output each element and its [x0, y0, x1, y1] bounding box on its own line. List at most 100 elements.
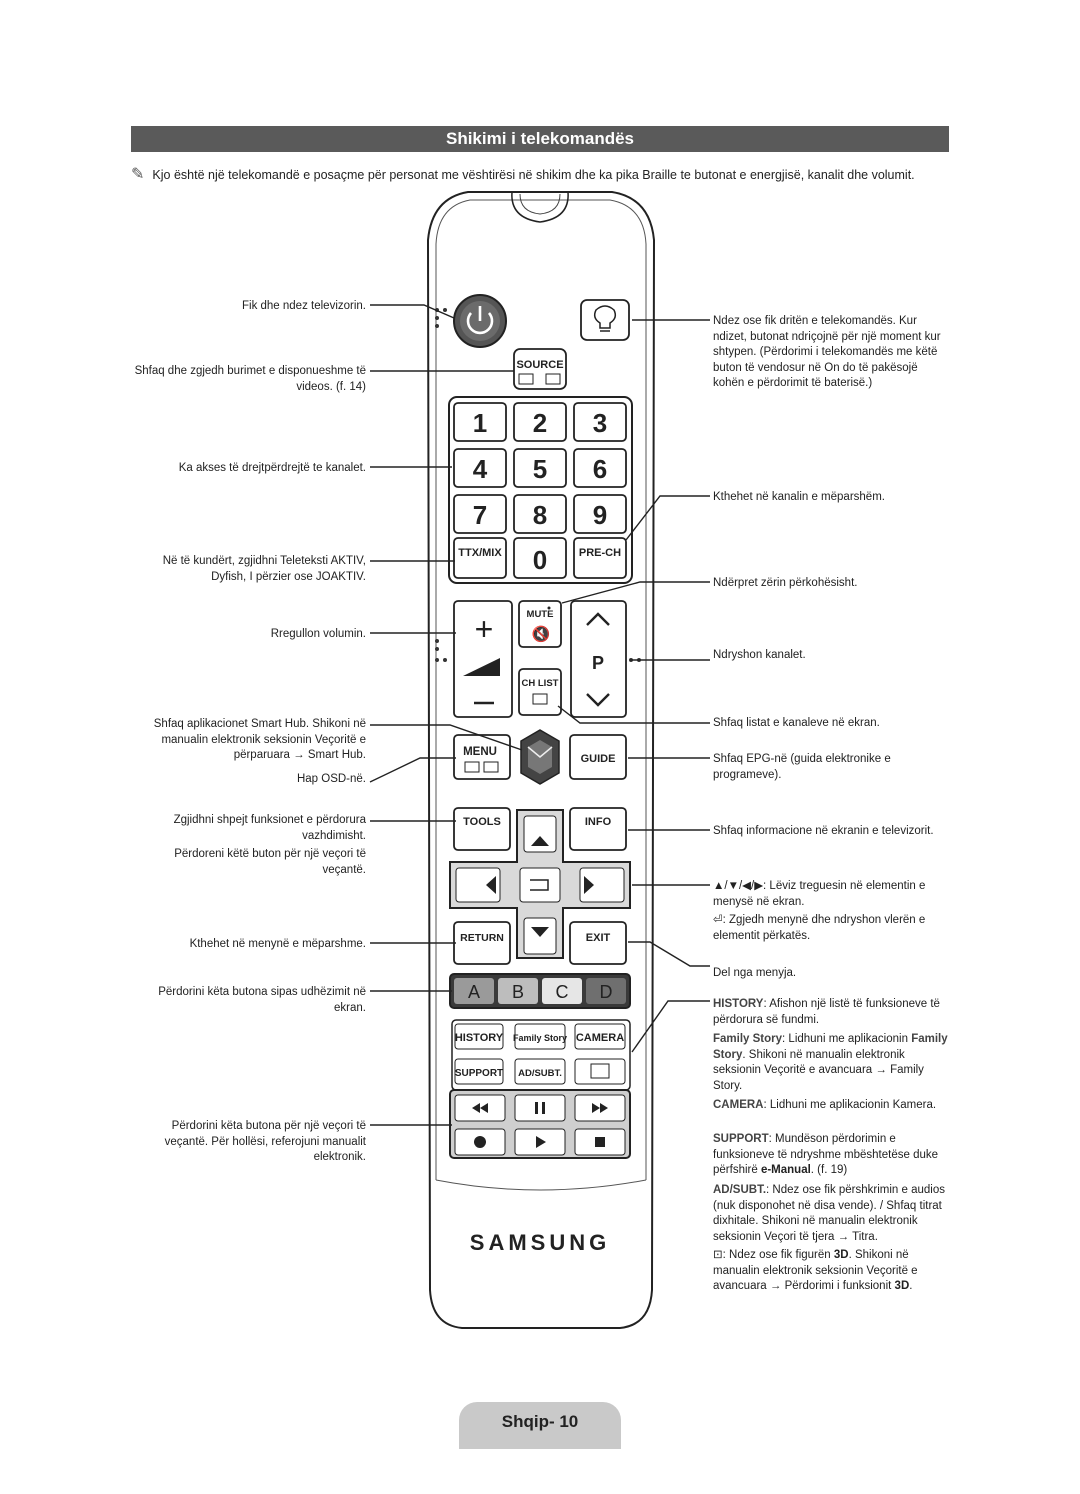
down-arrow-icon	[531, 927, 549, 937]
label-history: HISTORY: Afishon një listë të funksionev…	[713, 998, 940, 1026]
label-prech: Kthehet në kanalin e mëparshëm.	[713, 491, 885, 503]
chlist-button	[518, 668, 562, 716]
history-button	[454, 1023, 504, 1050]
chlist-label: CH LIST	[522, 678, 559, 689]
d-button	[586, 978, 626, 1004]
3d-button	[574, 1058, 626, 1085]
mute-icon: 🔇	[532, 625, 551, 643]
exit-button	[569, 921, 627, 965]
volume-up-icon: +	[475, 611, 494, 647]
label-support: SUPPORT: Mundëson përdorimin e funksione…	[713, 1133, 939, 1176]
3d-glasses-icon: ⊡	[713, 1249, 723, 1261]
digit-label: 1	[473, 408, 487, 438]
digit-label: 5	[533, 454, 547, 484]
svg-text:D: D	[600, 982, 613, 1002]
digit-button	[453, 402, 507, 442]
zero-button	[513, 537, 567, 579]
tools-label: TOOLS	[463, 816, 501, 828]
label-volume: Rregullon volumin.	[270, 628, 366, 640]
digit-button	[513, 402, 567, 442]
label-mute: Ndërpret zërin përkohësisht.	[713, 577, 858, 589]
label-arrows: ▲/▼/◀/▶: Lëviz treguesin në elementin e …	[713, 880, 926, 908]
tools-button	[453, 807, 511, 851]
svg-text:A: A	[468, 982, 480, 1002]
label-ttx: Në të kundërt, zgjidhni Teleteksti AKTIV…	[162, 555, 366, 583]
pencil-icon: ✎	[131, 166, 145, 183]
intro-note: ✎ Kjo është një telekomandë e posaçme për…	[131, 167, 951, 183]
label-return: Kthehet në menynë e mëparshme.	[189, 938, 366, 950]
mute-button	[518, 600, 562, 648]
page-footer: Shqip- 10	[459, 1402, 621, 1449]
label-chlist: Shfaq listat e kanaleve në ekran.	[713, 717, 880, 729]
enter-arrow-icon	[530, 879, 549, 891]
channel-up-icon	[586, 612, 610, 626]
3d-icon	[590, 1063, 610, 1079]
volume-rocker	[453, 600, 513, 718]
mute-label: MUTE	[527, 609, 554, 620]
info-label: INFO	[585, 816, 612, 828]
play-icon	[536, 1136, 546, 1148]
exit-label: EXIT	[586, 932, 611, 944]
digit-label: 7	[473, 500, 487, 530]
ttx-label: TTX/MIX	[458, 547, 502, 559]
a-button	[454, 978, 494, 1004]
svg-text:Family Story: Family Story	[513, 1033, 567, 1043]
c-button	[542, 978, 582, 1004]
digit-label: 8	[533, 500, 547, 530]
numpad-panel	[448, 396, 633, 584]
enter-button	[519, 867, 561, 903]
leader-lines	[369, 304, 710, 1126]
family-story-button	[514, 1023, 566, 1050]
label-adsubt: AD/SUBT.: Ndez ose fik përshkrimin e aud…	[713, 1184, 945, 1243]
label-numbers: Ka akses të drejtpërdrejtë te kanalet.	[178, 462, 366, 474]
label-channel: Ndryshon kanalet.	[713, 649, 806, 661]
label-smarthub: Shfaq aplikacionet Smart Hub. Shikoni në…	[153, 718, 366, 761]
power-icon	[466, 312, 494, 335]
digit-label: 6	[593, 454, 607, 484]
digit-button	[573, 494, 627, 534]
stop-icon	[595, 1137, 605, 1147]
guide-button	[569, 734, 627, 780]
pause-icon	[535, 1102, 538, 1114]
menu-label: MENU	[463, 746, 497, 758]
label-family: Family Story: Lidhuni me aplikacionin Fa…	[713, 1033, 948, 1092]
record-icon	[474, 1136, 486, 1148]
b-button	[498, 978, 538, 1004]
label-media: Përdorini këta butona për një veçori të …	[164, 1120, 366, 1163]
label-special: Përdoreni këtë buton për një veçori të v…	[174, 848, 366, 876]
svg-text:SUPPORT: SUPPORT	[455, 1068, 503, 1079]
right-arrow-icon	[584, 876, 594, 894]
volume-icon	[463, 658, 500, 676]
ttx-button	[453, 537, 507, 579]
channel-rocker	[570, 600, 627, 718]
source-label: SOURCE	[516, 359, 563, 371]
prech-label: PRE-CH	[579, 547, 621, 559]
forward-icon	[592, 1103, 608, 1113]
source-button	[513, 348, 567, 390]
label-3d: ⊡: Ndez ose fik figurën 3D. Shikoni në m…	[713, 1249, 918, 1292]
digit-label: 4	[473, 454, 488, 484]
digit-button	[453, 494, 507, 534]
svg-text:AD/SUBT.: AD/SUBT.	[518, 1068, 562, 1079]
label-camera: CAMERA: Lidhuni me aplikacionin Kamera.	[713, 1099, 937, 1111]
intro-text: Kjo është një telekomandë e posaçme për …	[152, 168, 915, 182]
channel-p-label: P	[592, 653, 604, 673]
digit-label: 9	[593, 500, 607, 530]
enter-icon: ⏎	[713, 914, 723, 926]
channel-down-icon	[586, 693, 610, 707]
rewind-icon	[472, 1103, 488, 1113]
svg-text:CAMERA: CAMERA	[576, 1032, 624, 1044]
label-exit: Del nga menyja.	[713, 967, 797, 979]
bulb-icon	[593, 305, 617, 329]
light-button	[580, 299, 630, 341]
label-power: Fik dhe ndez televizorin.	[241, 300, 366, 312]
label-guide: Shfaq EPG-në (guida elektronike e progra…	[713, 753, 891, 781]
digit-label: 3	[593, 408, 607, 438]
section-title: Shikimi i telekomandës	[131, 126, 949, 152]
pause-button	[514, 1094, 566, 1122]
left-arrow-icon	[486, 876, 496, 894]
support-button	[454, 1058, 504, 1085]
adsubt-button	[514, 1058, 566, 1085]
label-tools: Zgjidhni shpejt funksionet e përdorura v…	[173, 814, 366, 842]
